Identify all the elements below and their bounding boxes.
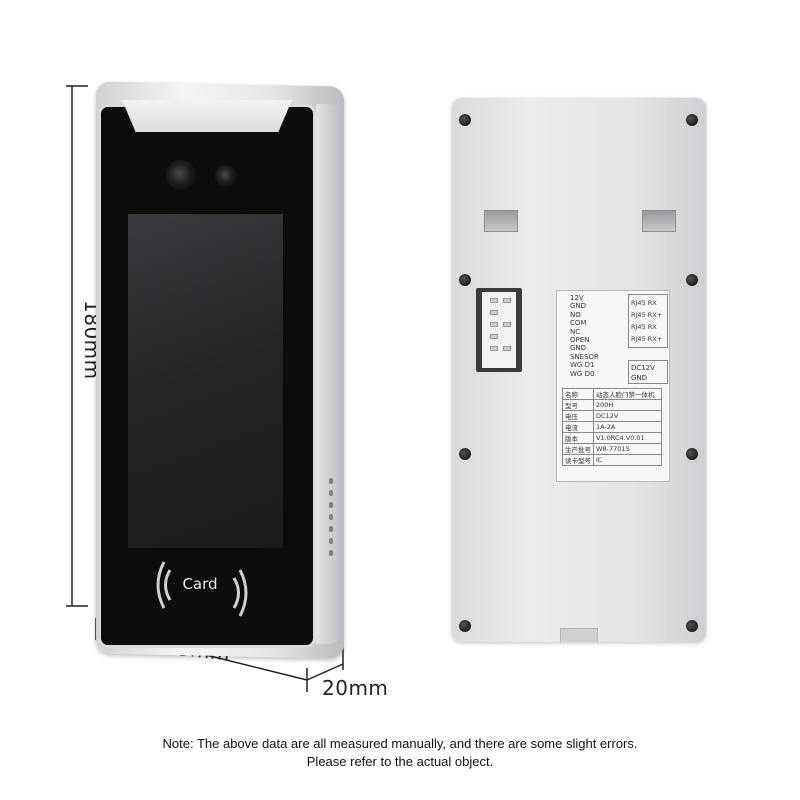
wiring-label: 12V	[570, 294, 584, 302]
wiring-label: WG D0	[570, 369, 595, 378]
device-screen	[128, 214, 283, 548]
wiring-label: OPEN	[570, 336, 590, 345]
depth-dimension-line	[306, 663, 344, 681]
wiring-label: GND	[570, 302, 587, 311]
depth-dimension-label: 20mm	[322, 676, 389, 700]
measurement-note-line2: Please refer to the actual object.	[306, 754, 494, 769]
screw-icon	[686, 448, 698, 460]
connector-pin	[503, 322, 511, 327]
vent-slot	[329, 526, 333, 532]
connector-pin	[503, 298, 511, 303]
rj45-label: RJ45 RX+	[631, 311, 663, 319]
wiring-label: NO	[570, 310, 581, 319]
connector-pin	[503, 346, 511, 351]
spec-key: 版本	[562, 432, 594, 444]
screw-icon	[686, 620, 698, 632]
connector-pin	[490, 310, 498, 315]
connector-pin	[490, 346, 498, 351]
rj45-label: RJ45 RX+	[631, 335, 663, 343]
power-label: DC12V	[631, 364, 655, 372]
screw-icon	[459, 448, 471, 460]
screw-icon	[686, 114, 698, 126]
spec-row: 名称动态人脸门禁一体机	[562, 388, 662, 400]
camera-lens-icon	[166, 160, 196, 190]
rj45-label-box: RJ45 RX RJ45 RX+ RJ45 RX RJ45 RX+	[628, 294, 668, 348]
front-device-side-edge	[316, 104, 340, 644]
screw-icon	[686, 274, 698, 286]
mounting-slot	[484, 210, 518, 232]
vent-slot	[329, 478, 333, 484]
spec-value: 动态人脸门禁一体机	[593, 388, 662, 400]
card-reader-label: Card	[182, 575, 218, 593]
wiring-label: NC	[570, 327, 581, 336]
spec-key: 名称	[562, 388, 594, 400]
spec-key: 型号	[562, 399, 594, 411]
vent-slot	[329, 490, 333, 496]
wiring-label: SNESOR	[570, 352, 599, 361]
connector-pin	[490, 334, 498, 339]
vent-slot	[329, 538, 333, 544]
measurement-note-line1: Note: The above data are all measured ma…	[162, 736, 638, 751]
screw-icon	[459, 620, 471, 632]
ir-camera-lens-icon	[215, 165, 237, 187]
spec-key: 电压	[562, 410, 594, 422]
spec-key: 读卡型号	[562, 454, 594, 466]
wiring-label: GND	[570, 344, 587, 353]
connector-port	[482, 292, 516, 368]
power-label-box: DC12V GND	[628, 360, 668, 384]
front-device-top-strip	[122, 100, 292, 132]
connector-pin	[490, 298, 498, 303]
spec-key: 电流	[562, 421, 594, 433]
spec-value: IC	[593, 454, 662, 466]
spec-key: 生产批号	[562, 443, 594, 455]
vent-slot	[329, 550, 333, 556]
screw-icon	[459, 114, 471, 126]
power-label: GND	[631, 374, 648, 382]
wiring-label: WG D1	[570, 361, 595, 370]
screw-icon	[459, 274, 471, 286]
vent-slot	[329, 514, 333, 520]
mounting-slot	[642, 210, 676, 232]
spec-value: DC12V	[593, 410, 662, 422]
rj45-label: RJ45 RX	[631, 323, 657, 331]
wiring-label-list: 12V GND NO COM NC OPEN GND SNESOR WG D1 …	[570, 294, 599, 378]
vent-slot	[329, 502, 333, 508]
bottom-notch	[560, 628, 598, 642]
rfid-wave-right-icon	[232, 569, 248, 617]
spec-value: V1.0RC4.V0.01	[593, 432, 662, 444]
spec-value: 1A-2A	[593, 421, 662, 433]
rj45-label: RJ45 RX	[631, 299, 657, 307]
connector-pin	[490, 322, 498, 327]
rfid-wave-left-icon	[156, 561, 172, 609]
wiring-label: COM	[570, 319, 587, 328]
spec-value: WR-7701S	[593, 443, 662, 455]
spec-value: 200H	[593, 399, 662, 411]
